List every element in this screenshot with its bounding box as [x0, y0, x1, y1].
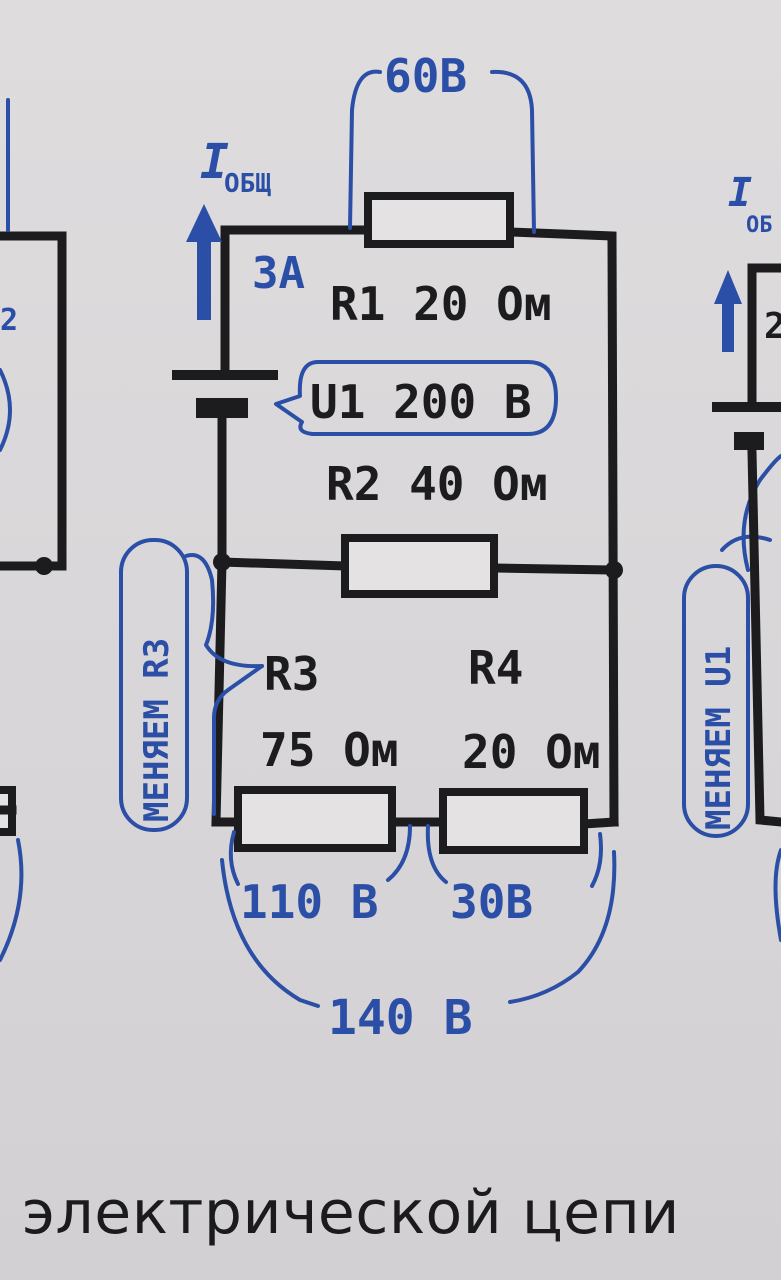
left-partial-circuit	[0, 98, 67, 962]
resistor-r3	[234, 786, 396, 852]
resistor-r2	[341, 534, 498, 598]
r4-value-label: 20 Ом	[462, 725, 600, 779]
r2-label: R2 40 Ом	[326, 457, 548, 511]
voltage-r1-label: 60В	[384, 49, 467, 103]
right-partial-circuit	[712, 263, 781, 942]
voltage-r4-label: 30В	[450, 875, 533, 929]
battery-u1	[172, 370, 278, 418]
right-current-arrow-icon	[714, 270, 742, 352]
r3-value-label: 75 Ом	[260, 723, 398, 777]
r1-label: R1 20 Ом	[330, 277, 552, 331]
main-circuit-wires	[211, 225, 623, 829]
right-fragment-digit: 2	[764, 306, 781, 347]
current-arrow-icon	[186, 204, 222, 320]
i-total-symbol: I	[200, 134, 229, 190]
r3-name-label: R3	[264, 647, 319, 701]
resistor-r1	[364, 192, 514, 248]
right-i-total-subscript: ОБ	[746, 213, 773, 238]
voltage-r3-label: 110 В	[240, 875, 378, 929]
blue-annotations	[119, 69, 781, 1008]
u1-label: U1 200 В	[310, 375, 532, 429]
voltage-r34-label: 140 В	[328, 990, 473, 1046]
current-value-label: 3А	[252, 248, 305, 299]
left-fragment-digit: 2	[0, 303, 18, 338]
page-caption: электрической цепи	[22, 1178, 680, 1248]
r4-name-label: R4	[468, 641, 523, 695]
note-change-r3: МЕНЯЕМ R3	[137, 638, 177, 822]
note-change-u1: МЕНЯЕМ U1	[699, 646, 739, 830]
right-i-total-symbol: I	[728, 170, 752, 216]
resistor-r4	[439, 788, 588, 854]
i-total-subscript: ОБЩ	[224, 169, 271, 199]
